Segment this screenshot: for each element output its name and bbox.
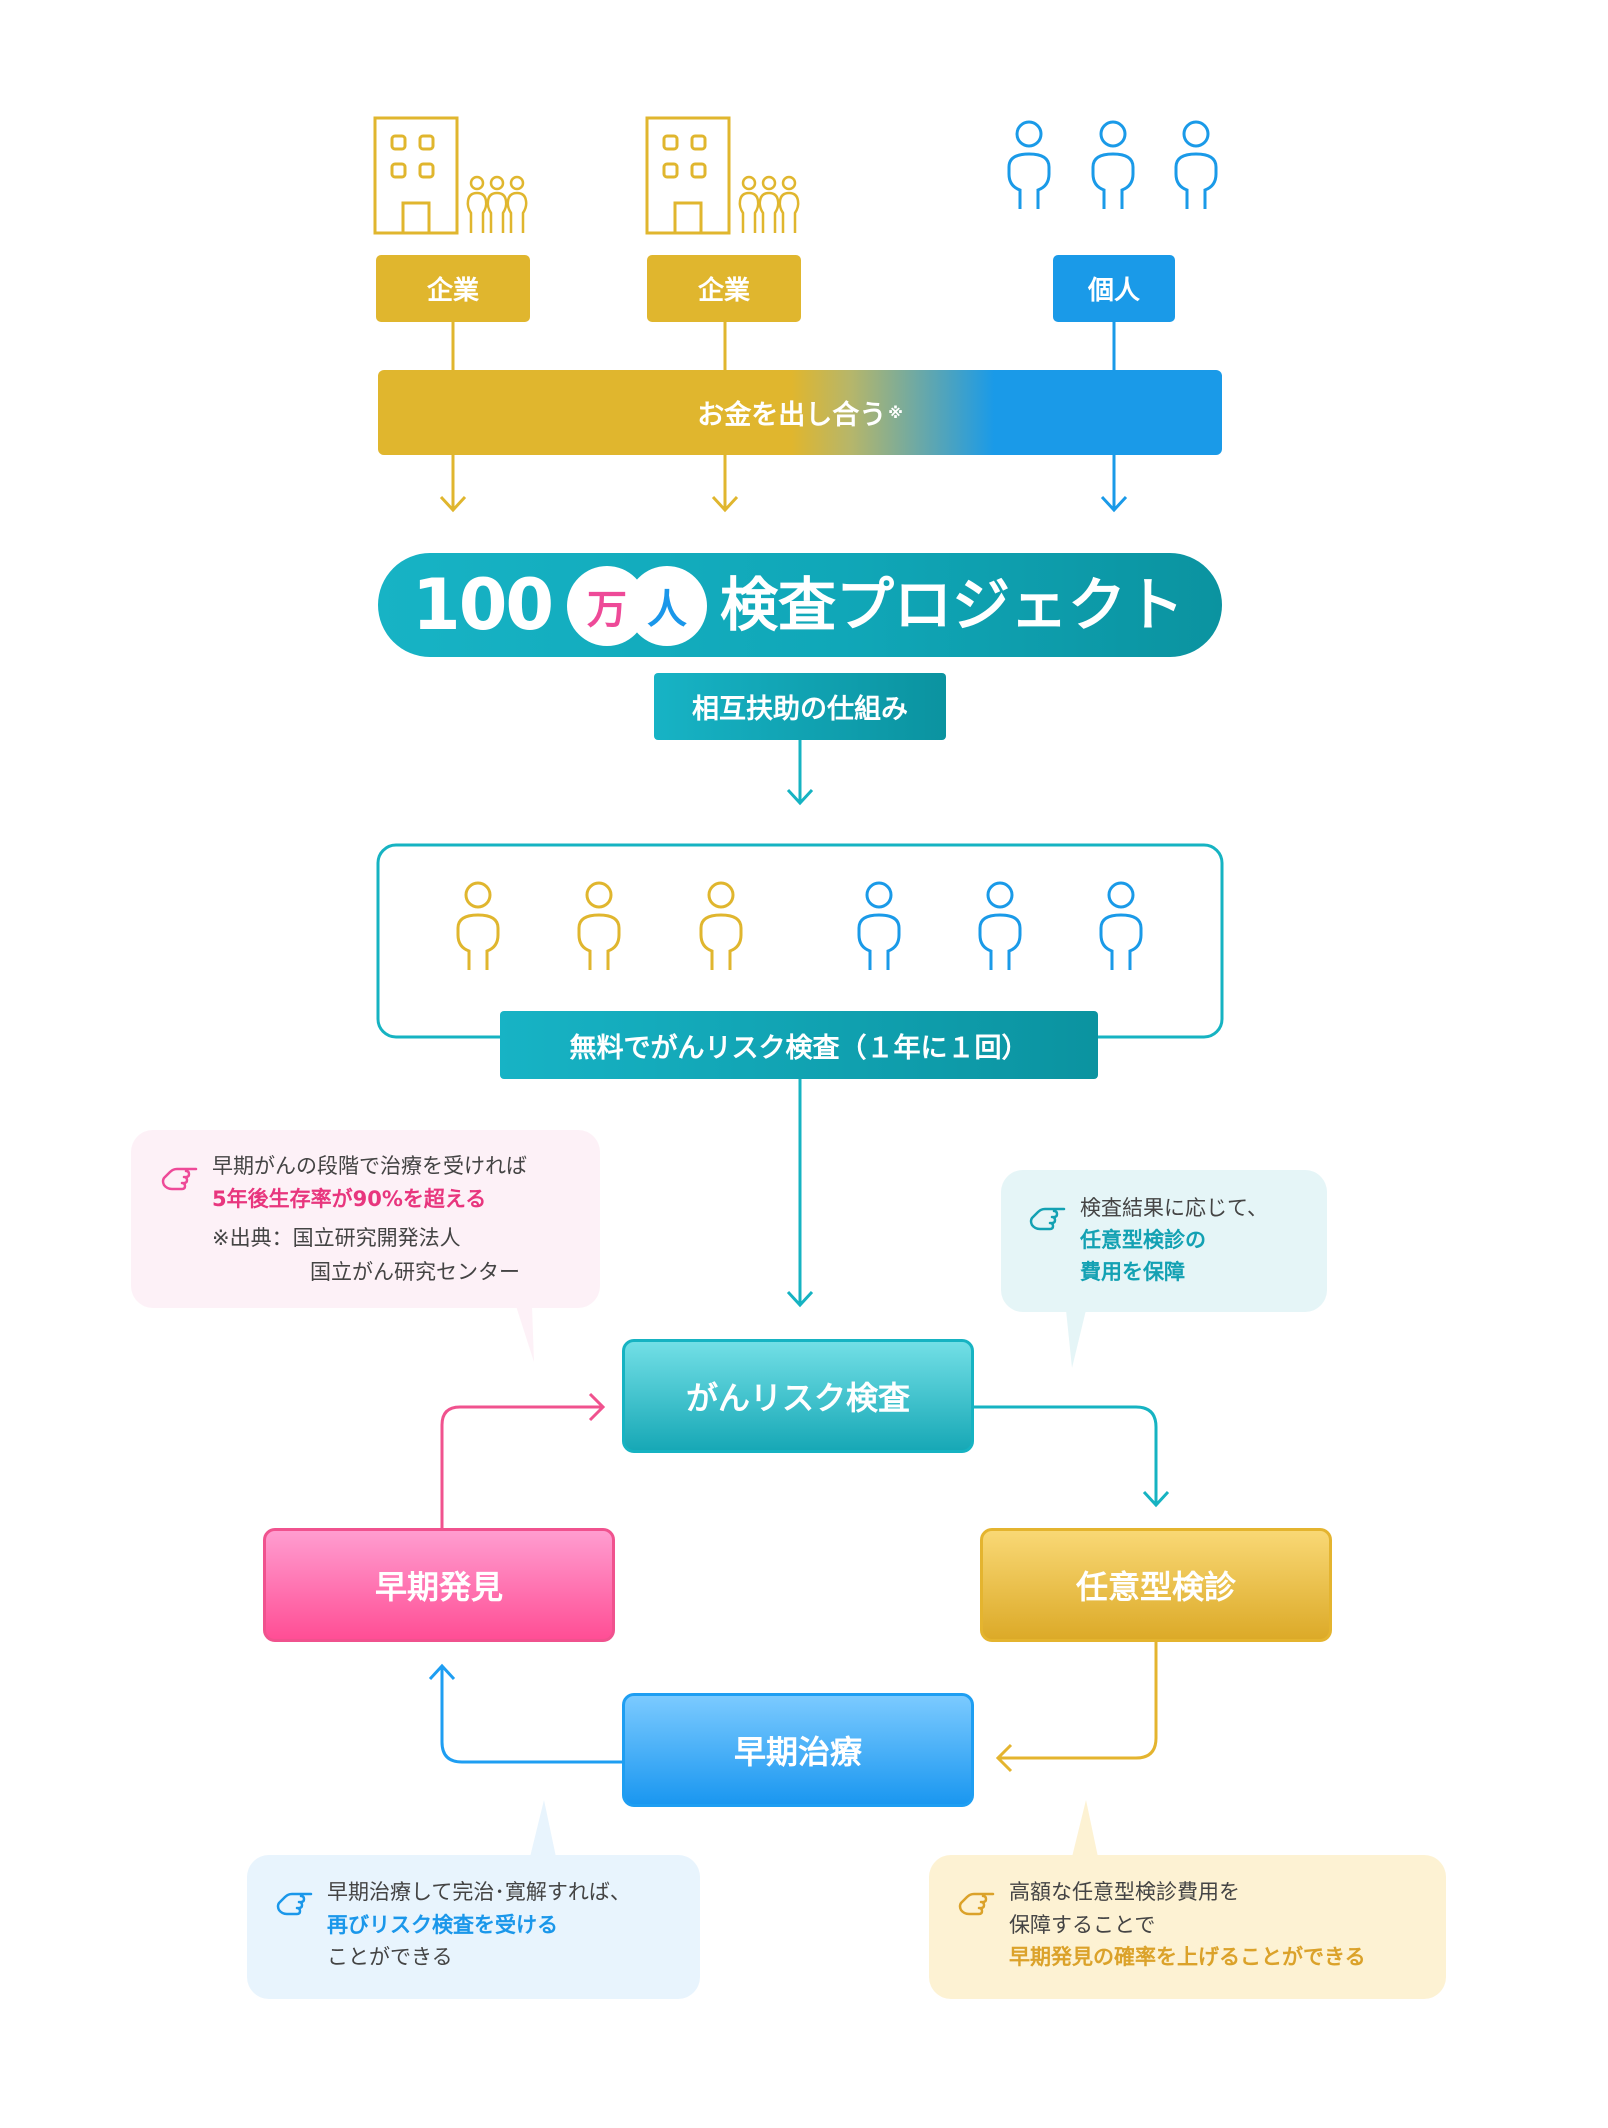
note-optional-line1: 高額な任意型検診費用を <box>1009 1880 1240 1904</box>
person-icon <box>857 881 1143 972</box>
building-icon <box>373 116 459 235</box>
people-icon <box>738 175 800 235</box>
free-test-tag: 無料でがんリスク検査（１年に１回） <box>500 1011 1098 1079</box>
project-number: 100 <box>412 564 554 646</box>
members-box <box>376 843 1224 1039</box>
person-icon <box>456 881 743 972</box>
note-treatment-line3: ことができる <box>327 1945 453 1969</box>
pointing-hand-icon <box>1029 1207 1066 1231</box>
note-discovery-line4: 国立がん研究センター <box>310 1260 520 1284</box>
funding-note-mark: ※ <box>888 403 903 422</box>
note-checkup-line1: 検査結果に応じて、 <box>1080 1196 1268 1220</box>
risk-check-node: がんリスク検査 <box>622 1339 974 1453</box>
note-treatment-line2: 再びリスク検査を受ける <box>327 1913 558 1937</box>
funding-bar: お金を出し合う※ <box>378 370 1222 455</box>
note-optional-line3: 早期発見の確率を上げることができる <box>1009 1945 1366 1969</box>
person-icon <box>1007 120 1218 211</box>
funding-label: お金を出し合う <box>697 400 887 431</box>
early-discovery-node: 早期発見 <box>263 1528 615 1642</box>
note-discovery-line2: 5年後生存率が90%を超える <box>212 1187 487 1211</box>
note-optional-line2: 保障することで <box>1009 1913 1156 1937</box>
note-bubble <box>1001 1170 1327 1368</box>
note-bubble <box>131 1130 600 1362</box>
pointing-hand-icon <box>276 1892 313 1916</box>
building-icon <box>645 116 731 235</box>
note-checkup-line3: 費用を保障 <box>1080 1260 1185 1284</box>
note-discovery-line3: ※出典：国立研究開発法人 <box>212 1226 461 1250</box>
note-bubble <box>929 1800 1446 1999</box>
company-tag: 企業 <box>376 255 530 322</box>
project-title-pill <box>378 553 1222 657</box>
pointing-hand-icon <box>161 1167 198 1191</box>
people-icon <box>466 175 528 235</box>
company-tag: 企業 <box>647 255 801 322</box>
project-title: 検査プロジェクト <box>720 571 1185 639</box>
pointing-hand-icon <box>958 1892 995 1916</box>
note-checkup-line2: 任意型検診の <box>1080 1228 1206 1252</box>
early-treatment-node: 早期治療 <box>622 1693 974 1807</box>
note-bubble <box>247 1800 700 1999</box>
project-nin-circle: 人 <box>627 566 707 646</box>
optional-checkup-node: 任意型検診 <box>980 1528 1332 1642</box>
individual-tag: 個人 <box>1053 255 1175 322</box>
note-discovery-line1: 早期がんの段階で治療を受ければ <box>212 1154 527 1178</box>
project-subtitle: 相互扶助の仕組み <box>654 673 946 740</box>
note-treatment-line1: 早期治療して完治･寛解すれば、 <box>327 1880 631 1904</box>
